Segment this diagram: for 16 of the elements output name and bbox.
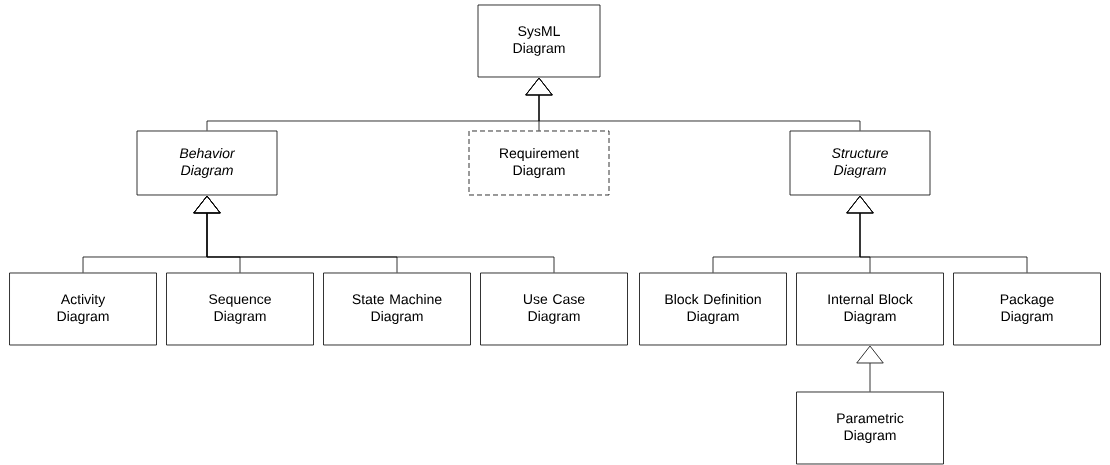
- diagram-box: State Machine Diagram: [323, 272, 471, 346]
- dashed-box: Requirement Diagram: [468, 130, 610, 196]
- abstract-diagram-box: Structure Diagram: [789, 130, 931, 196]
- diagram-box: Package Diagram: [953, 272, 1101, 346]
- diagram-box: Activity Diagram: [9, 272, 157, 346]
- diagram-box: Internal Block Diagram: [796, 272, 944, 346]
- abstract-diagram-box: Behavior Diagram: [136, 130, 278, 196]
- diagram-box: Block Definition Diagram: [639, 272, 787, 346]
- diagram-box: Parametric Diagram: [796, 391, 944, 465]
- diagram-box: Sequence Diagram: [166, 272, 314, 346]
- diagram-box: SysML Diagram: [477, 4, 601, 78]
- diagram-box: Use Case Diagram: [480, 272, 628, 346]
- generalization-arrow: [856, 345, 884, 392]
- generalization-arrow: [525, 77, 861, 131]
- generalization-arrow: [846, 195, 1028, 273]
- generalization-arrow: [193, 195, 555, 273]
